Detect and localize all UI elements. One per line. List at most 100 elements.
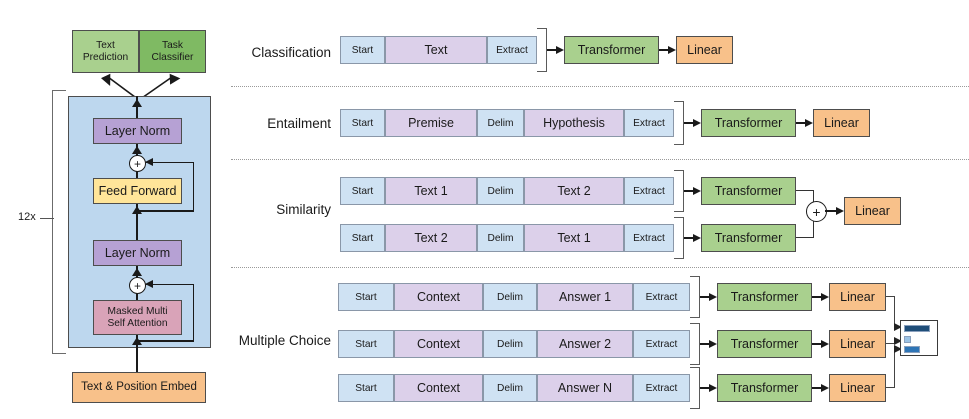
arrow-mc2-into-box xyxy=(894,336,902,345)
task-label-entailment-text: Entailment xyxy=(267,115,331,131)
transformer-mc-3: Transformer xyxy=(717,374,812,402)
wire-sim-add-to-linear xyxy=(825,210,839,212)
repeat-count-label: 12x xyxy=(18,211,36,223)
sequence-bracket-mc-3 xyxy=(690,367,700,409)
arrow-mc2-to-linear xyxy=(821,339,829,348)
token-extract: Extract xyxy=(487,36,537,64)
residual-lower-arrow xyxy=(145,279,153,288)
block-layer-norm-top-label: Layer Norm xyxy=(104,124,171,138)
wire-sim-a-out xyxy=(796,190,814,192)
separator-1 xyxy=(231,86,969,87)
wire-class-to-linear xyxy=(659,49,671,51)
separator-3 xyxy=(231,267,969,268)
wire-mc3-to-transformer xyxy=(700,387,712,389)
task-label-similarity: Similarity xyxy=(200,199,331,219)
linear-mc-1: Linear xyxy=(829,283,886,311)
token-delim: Delim xyxy=(483,283,537,311)
sequence-bracket-similarity-b xyxy=(674,217,684,259)
token-start: Start xyxy=(338,283,394,311)
token-hypothesis: Hypothesis xyxy=(524,109,624,137)
output-bar-3 xyxy=(904,346,920,353)
token-delim: Delim xyxy=(477,177,524,205)
arrow-mc3-to-linear xyxy=(821,383,829,392)
arrow-entail-to-linear xyxy=(805,118,813,127)
token-answer-1: Answer 1 xyxy=(537,283,633,311)
arrow-mc1-to-linear xyxy=(821,292,829,301)
sequence-bracket-mc-2 xyxy=(690,323,700,365)
linear-classification: Linear xyxy=(676,36,733,64)
wire-mc2-to-transformer xyxy=(700,343,712,345)
token-context: Context xyxy=(394,283,483,311)
wire-mc3-up xyxy=(894,348,896,388)
separator-2 xyxy=(231,159,969,160)
embedding-box: Text & Position Embed xyxy=(72,372,206,403)
task-label-multiple-choice-text: Multiple Choice xyxy=(238,332,331,348)
arrow-class-to-transformer xyxy=(556,45,564,54)
arrow-into-layernorm-top xyxy=(132,146,142,154)
wire-mc2-to-linear xyxy=(812,343,824,345)
residual-lower-vwire xyxy=(192,283,195,342)
token-text-2: Text 2 xyxy=(524,177,624,205)
residual-add-upper-symbol: + xyxy=(133,156,141,171)
task-label-classification-text: Classification xyxy=(251,44,331,60)
residual-upper-top-wire xyxy=(146,161,194,164)
wire-mc3-out xyxy=(886,387,895,389)
block-masked-self-attention: Masked Multi Self Attention xyxy=(93,300,182,335)
sequence-bracket-classification xyxy=(537,28,547,72)
block-masked-attention-line2: Self Attention xyxy=(107,317,168,329)
token-extract: Extract xyxy=(633,330,690,358)
token-start: Start xyxy=(340,177,385,205)
token-extract: Extract xyxy=(624,224,674,252)
output-bar-1 xyxy=(904,325,930,332)
wire-mc1-out xyxy=(886,296,895,298)
linear-mc-3: Linear xyxy=(829,374,886,402)
transformer-entailment: Transformer xyxy=(701,109,796,137)
wire-class-to-transformer xyxy=(547,49,559,51)
token-text-1: Text 1 xyxy=(385,177,477,205)
arrow-into-feedforward xyxy=(132,206,142,214)
wire-sim-a-to-transformer xyxy=(684,190,696,192)
residual-lower-top-wire xyxy=(146,283,194,286)
token-context: Context xyxy=(394,330,483,358)
wire-mc1-to-linear xyxy=(812,296,824,298)
wire-mc1-to-transformer xyxy=(700,296,712,298)
task-label-classification: Classification xyxy=(200,42,331,62)
token-answer-n: Answer N xyxy=(537,374,633,402)
token-text: Text xyxy=(385,36,487,64)
trunk-top-arrow xyxy=(132,99,142,107)
token-extract: Extract xyxy=(624,177,674,205)
token-extract: Extract xyxy=(633,283,690,311)
token-delim: Delim xyxy=(483,330,537,358)
wire-mc2-out xyxy=(886,343,896,345)
similarity-add: + xyxy=(806,201,827,222)
transformer-classification: Transformer xyxy=(564,36,659,64)
arrow-mc1-into-box xyxy=(894,322,902,331)
sequence-bracket-entailment xyxy=(674,101,684,145)
linear-similarity: Linear xyxy=(844,197,901,225)
transformer-similarity-b: Transformer xyxy=(701,224,796,252)
token-extract: Extract xyxy=(624,109,674,137)
repeat-bracket-tick xyxy=(40,218,54,220)
transformer-mc-2: Transformer xyxy=(717,330,812,358)
wire-mc3-to-linear xyxy=(812,387,824,389)
token-answer-2: Answer 2 xyxy=(537,330,633,358)
arrow-sim-a-to-transformer xyxy=(693,186,701,195)
residual-upper-bottom-wire xyxy=(136,210,194,212)
arrow-sim-b-to-transformer xyxy=(693,233,701,242)
block-layer-norm-bottom: Layer Norm xyxy=(93,240,182,266)
block-layer-norm-top: Layer Norm xyxy=(93,118,182,144)
token-text-1: Text 1 xyxy=(524,224,624,252)
sequence-bracket-mc-1 xyxy=(690,276,700,318)
block-masked-attention-line1: Masked Multi xyxy=(107,306,168,318)
similarity-add-symbol: + xyxy=(812,203,821,220)
arrow-into-attention xyxy=(132,337,142,345)
sequence-bracket-similarity-a xyxy=(674,170,684,212)
wire-entail-to-linear xyxy=(796,122,808,124)
arrow-mc3-into-box xyxy=(894,344,902,353)
task-label-similarity-text: Similarity xyxy=(276,201,331,217)
token-start: Start xyxy=(338,374,394,402)
token-delim: Delim xyxy=(483,374,537,402)
